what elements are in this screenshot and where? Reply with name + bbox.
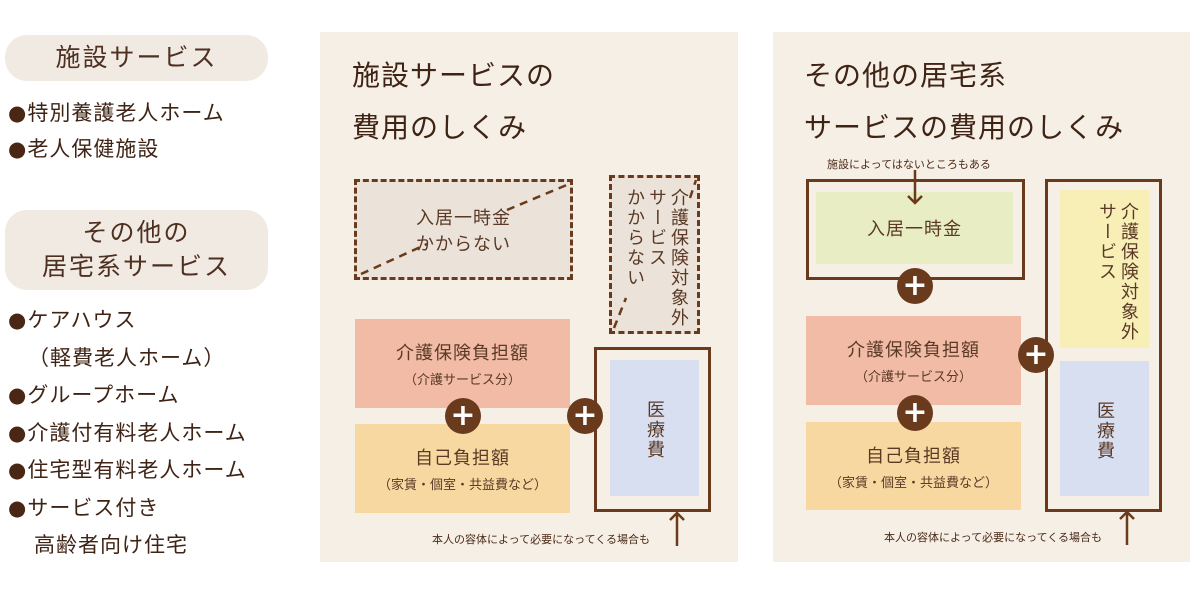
strike-line bbox=[612, 179, 697, 329]
bullet-icon: ● bbox=[8, 458, 28, 482]
bullet-icon: ● bbox=[8, 308, 28, 332]
medical-box: 医療費 bbox=[1060, 361, 1149, 496]
plus-icon: + bbox=[897, 395, 933, 431]
self-pay-label: 自己負担額 bbox=[415, 448, 510, 469]
entry-fee-label: 入居一時金 bbox=[867, 219, 962, 240]
care-insurance-sub: （介護サービス分） bbox=[854, 370, 972, 385]
self-pay-label: 自己負担額 bbox=[866, 445, 961, 467]
panel2-title: その他の居宅系 サービスの費用のしくみ bbox=[804, 59, 1125, 144]
home-services-heading: その他の 居宅系サービス bbox=[5, 210, 268, 290]
list-item: ●グループホーム bbox=[8, 377, 247, 415]
non-covered-box: 介護保険対象外 サービス bbox=[1060, 190, 1149, 348]
not-charged-label: かからない bbox=[416, 233, 511, 255]
item-label: ケアハウス bbox=[27, 308, 137, 332]
medical-note: 本人の容体によって必要になってくる場合も bbox=[884, 531, 1103, 544]
list-item: ●老人保健施設 bbox=[8, 131, 225, 167]
medical-note: 本人の容体によって必要になってくる場合も bbox=[432, 533, 651, 546]
heading-line: 居宅系サービス bbox=[41, 252, 231, 281]
care-insurance-box: 介護保険負担額 （介護サービス分） bbox=[806, 316, 1021, 405]
plus-icon: + bbox=[897, 268, 933, 304]
item-label: 特別養護老人ホーム bbox=[27, 101, 225, 125]
plus-icon: + bbox=[445, 398, 481, 434]
medical-label: 医療費 bbox=[1094, 401, 1115, 461]
facility-services-list: ●特別養護老人ホーム ●老人保健施設 bbox=[8, 95, 225, 167]
plus-icon: + bbox=[567, 398, 603, 434]
entry-fee-label: 入居一時金 bbox=[416, 207, 511, 229]
care-insurance-label: 介護保険負担額 bbox=[847, 340, 980, 361]
home-services-list: ●ケアハウス（軽費老人ホーム） ●グループホーム ●介護付有料老人ホーム ●住宅… bbox=[8, 302, 247, 565]
care-insurance-sub: （介護サービス分） bbox=[403, 373, 521, 388]
arrow-up-icon bbox=[669, 511, 685, 546]
item-label: 介護付有料老人ホーム bbox=[27, 420, 247, 445]
bullet-icon: ● bbox=[8, 101, 28, 125]
item-label: 住宅型有料老人ホーム bbox=[27, 458, 247, 482]
bullet-icon: ● bbox=[8, 383, 28, 407]
panel1-title: 施設サービスの 費用のしくみ bbox=[352, 59, 556, 144]
self-pay-sub: （家賃・個室・共益費など） bbox=[828, 475, 998, 491]
bullet-icon: ● bbox=[8, 137, 28, 161]
care-insurance-label: 介護保険負担額 bbox=[396, 343, 529, 364]
self-pay-box: 自己負担額 （家賃・個室・共益費など） bbox=[806, 422, 1021, 510]
non-covered-label: 介護保険対象外 サービス かからない bbox=[624, 188, 689, 328]
entry-fee-none-box: 入居一時金 かからない bbox=[354, 179, 573, 280]
item-label: （軽費老人ホーム） bbox=[28, 345, 226, 370]
list-item: ●介護付有料老人ホーム bbox=[8, 415, 247, 453]
self-pay-sub: （家賃・個室・共益費など） bbox=[377, 478, 547, 493]
item-label: グループホーム bbox=[27, 383, 180, 407]
bullet-icon: ● bbox=[8, 420, 28, 445]
medical-label: 医療費 bbox=[644, 400, 665, 460]
care-insurance-box: 介護保険負担額 （介護サービス分） bbox=[355, 319, 570, 408]
list-item: ●ケアハウス （軽費老人ホーム） bbox=[8, 302, 247, 377]
item-label: 高齢者向け住宅 bbox=[34, 533, 188, 557]
item-label: 老人保健施設 bbox=[27, 137, 160, 161]
self-pay-box: 自己負担額 （家賃・個室・共益費など） bbox=[355, 424, 570, 513]
arrow-up-icon bbox=[1119, 510, 1135, 545]
non-covered-none-box: 介護保険対象外 サービス かからない bbox=[609, 175, 700, 334]
plus-icon: + bbox=[1018, 337, 1054, 373]
heading-line: その他の bbox=[82, 218, 191, 247]
arrow-down-icon bbox=[907, 170, 923, 205]
entry-fee-note: 施設によってはないところもある bbox=[827, 158, 991, 171]
list-item: ●住宅型有料老人ホーム bbox=[8, 452, 247, 490]
medical-box: 医療費 bbox=[610, 360, 699, 496]
facility-services-heading: 施設サービス bbox=[5, 35, 268, 81]
strike-line bbox=[360, 182, 570, 276]
list-item: ●特別養護老人ホーム bbox=[8, 95, 225, 131]
item-label: サービス付き bbox=[27, 495, 160, 520]
bullet-icon: ● bbox=[8, 495, 28, 520]
non-covered-label: 介護保険対象外 サービス bbox=[1096, 202, 1139, 342]
list-item: ●サービス付き高齢者向け住宅 bbox=[8, 490, 247, 565]
